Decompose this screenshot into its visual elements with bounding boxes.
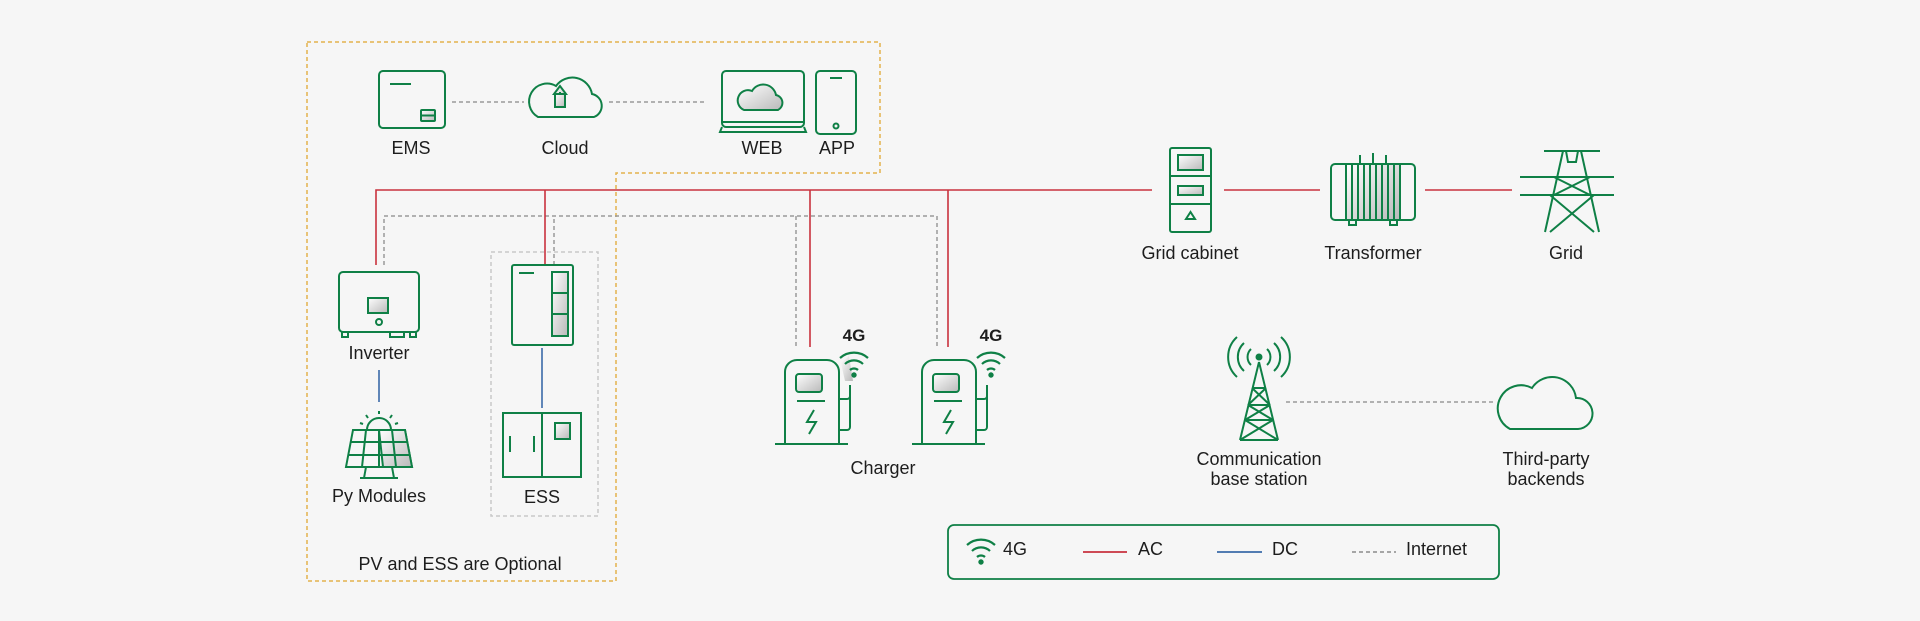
phone-icon	[815, 70, 857, 135]
app-label: APP	[818, 138, 856, 158]
legend-4g-icon	[966, 538, 996, 565]
cloud-label: Cloud	[541, 138, 589, 158]
charger-label: Charger	[850, 458, 916, 478]
legend-internet-label: Internet	[1406, 539, 1468, 559]
base-station-label-line1: Communication	[1196, 449, 1322, 469]
third-party-label-line2: backends	[1507, 469, 1585, 489]
ems-label: EMS	[391, 138, 431, 158]
third-party-cloud-icon	[1496, 375, 1594, 430]
ems-icon	[378, 70, 446, 129]
ac-lines	[375, 189, 1512, 347]
ess-label: ESS	[523, 487, 561, 507]
ess-battery-icon	[502, 412, 582, 478]
legend-4g-label: 4G	[1003, 539, 1028, 559]
inverter-icon	[338, 271, 420, 338]
cloud-icon	[528, 76, 603, 118]
base-station-icon	[1227, 336, 1291, 441]
legend-ac-label: AC	[1138, 539, 1164, 559]
grid-cabinet-label: Grid cabinet	[1141, 243, 1239, 263]
dc-lines	[378, 348, 543, 408]
charger-1-signal-icon	[839, 351, 869, 378]
laptop-icon	[718, 70, 808, 133]
transformer-label: Transformer	[1324, 243, 1422, 263]
pv-modules-label: Py Modules	[331, 486, 427, 506]
inverter-label: Inverter	[348, 343, 410, 363]
grid-tower-icon	[1520, 150, 1614, 233]
legend-dc-label: DC	[1272, 539, 1298, 559]
charger-2-signal-icon	[976, 351, 1006, 378]
optional-note: PV and ESS are Optional	[358, 554, 562, 574]
base-station-label-line2: base station	[1210, 469, 1308, 489]
transformer-icon	[1330, 153, 1416, 226]
charger-1-signal-label: 4G	[842, 326, 866, 345]
charger-2-icon	[912, 359, 988, 445]
charger-2-signal-label: 4G	[979, 326, 1003, 345]
pv-module-icon	[344, 411, 414, 479]
third-party-label: Third-party backends	[1502, 449, 1589, 489]
optional-region-border	[306, 41, 881, 582]
charger-1-icon	[775, 356, 853, 445]
base-station-label: Communication base station	[1196, 449, 1321, 489]
grid-label: Grid	[1548, 243, 1584, 263]
web-label: WEB	[741, 138, 783, 158]
grid-cabinet-icon	[1169, 147, 1212, 233]
third-party-label-line1: Third-party	[1502, 449, 1590, 469]
internet-lines	[383, 101, 1494, 403]
ess-cabinet-icon	[511, 264, 574, 346]
ess-region-border	[490, 251, 599, 517]
